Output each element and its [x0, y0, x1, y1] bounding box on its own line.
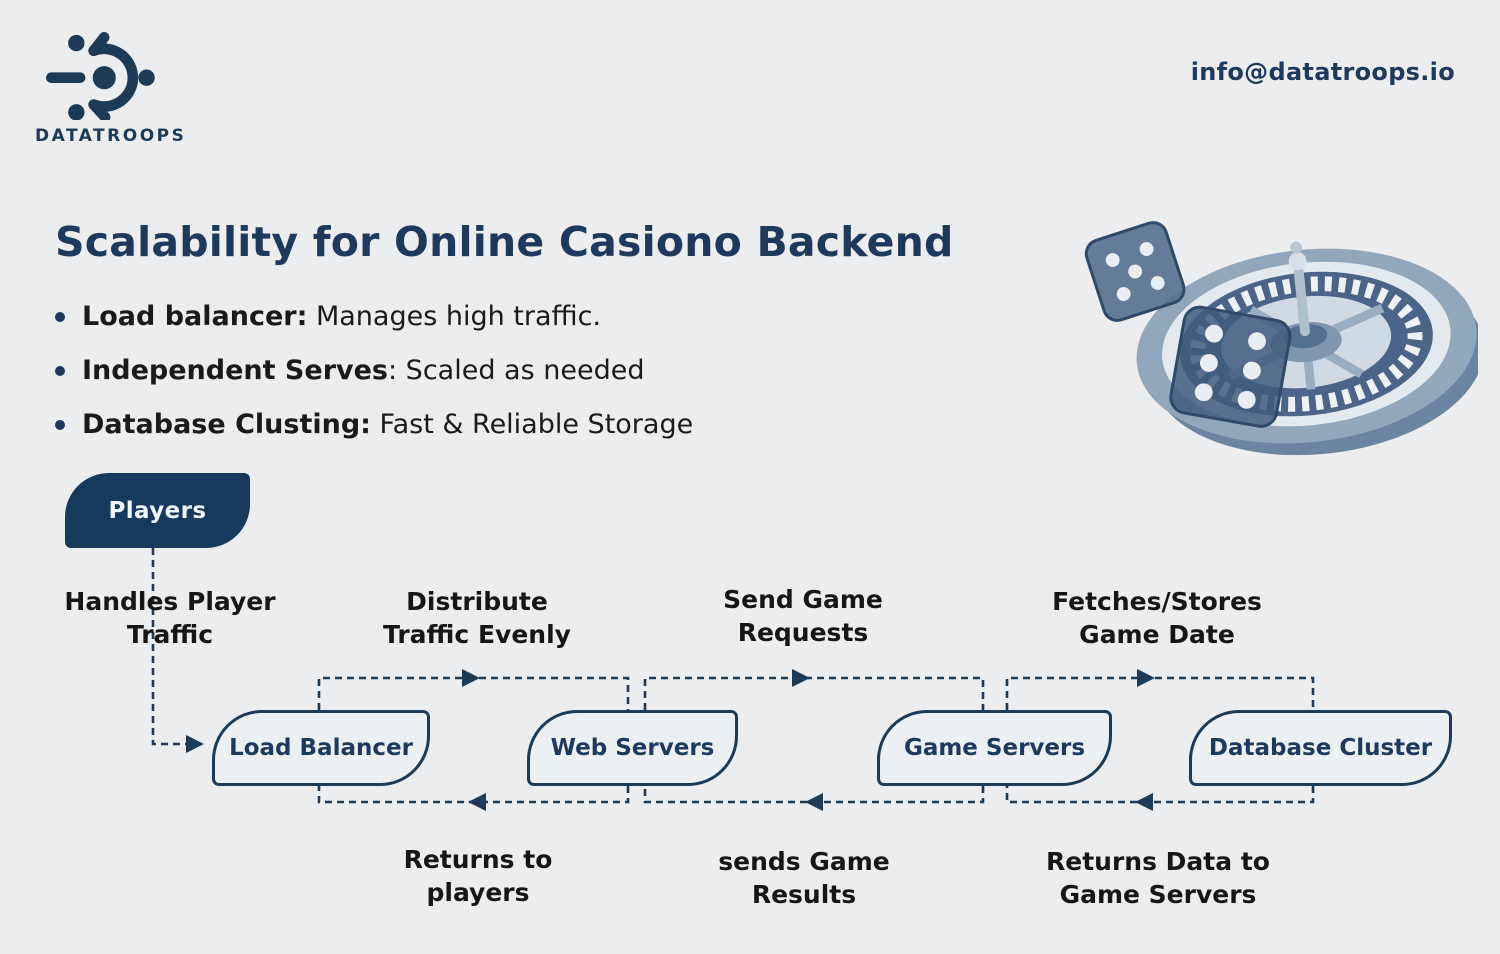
node-load-balancer: Load Balancer [212, 710, 430, 786]
bullet-dot-icon [55, 420, 65, 430]
bullet-dot-icon [55, 366, 65, 376]
bullet-dot-icon [55, 312, 65, 322]
casino-roulette-dice-image [1084, 221, 1478, 456]
datatroops-network-icon [46, 32, 155, 123]
brand-logo-block: DATATROOPS [35, 20, 235, 146]
bullet-database-clustering: Database Clusting: Fast & Reliable Stora… [55, 408, 693, 441]
die-two [1169, 305, 1292, 428]
node-database-cluster: Database Cluster [1189, 710, 1452, 786]
bullet-text: Independent Serves: Scaled as needed [82, 355, 645, 386]
node-players: Players [65, 473, 250, 548]
bullet-independent-servers: Independent Serves: Scaled as needed [55, 354, 693, 387]
contact-email-link[interactable]: info@datatroops.io [1190, 58, 1455, 86]
die-one [1084, 221, 1186, 322]
node-game-servers: Game Servers [877, 710, 1112, 786]
page-title: Scalability for Online Casiono Backend [55, 218, 954, 266]
brand-name: DATATROOPS [35, 126, 187, 146]
bullet-text: Load balancer: Manages high traffic. [82, 301, 602, 332]
bullet-load-balancer: Load balancer: Manages high traffic. [55, 300, 693, 333]
feature-bullet-list: Load balancer: Manages high traffic. Ind… [55, 300, 693, 441]
bullet-text: Database Clusting: Fast & Reliable Stora… [82, 409, 694, 440]
node-web-servers: Web Servers [527, 710, 738, 786]
